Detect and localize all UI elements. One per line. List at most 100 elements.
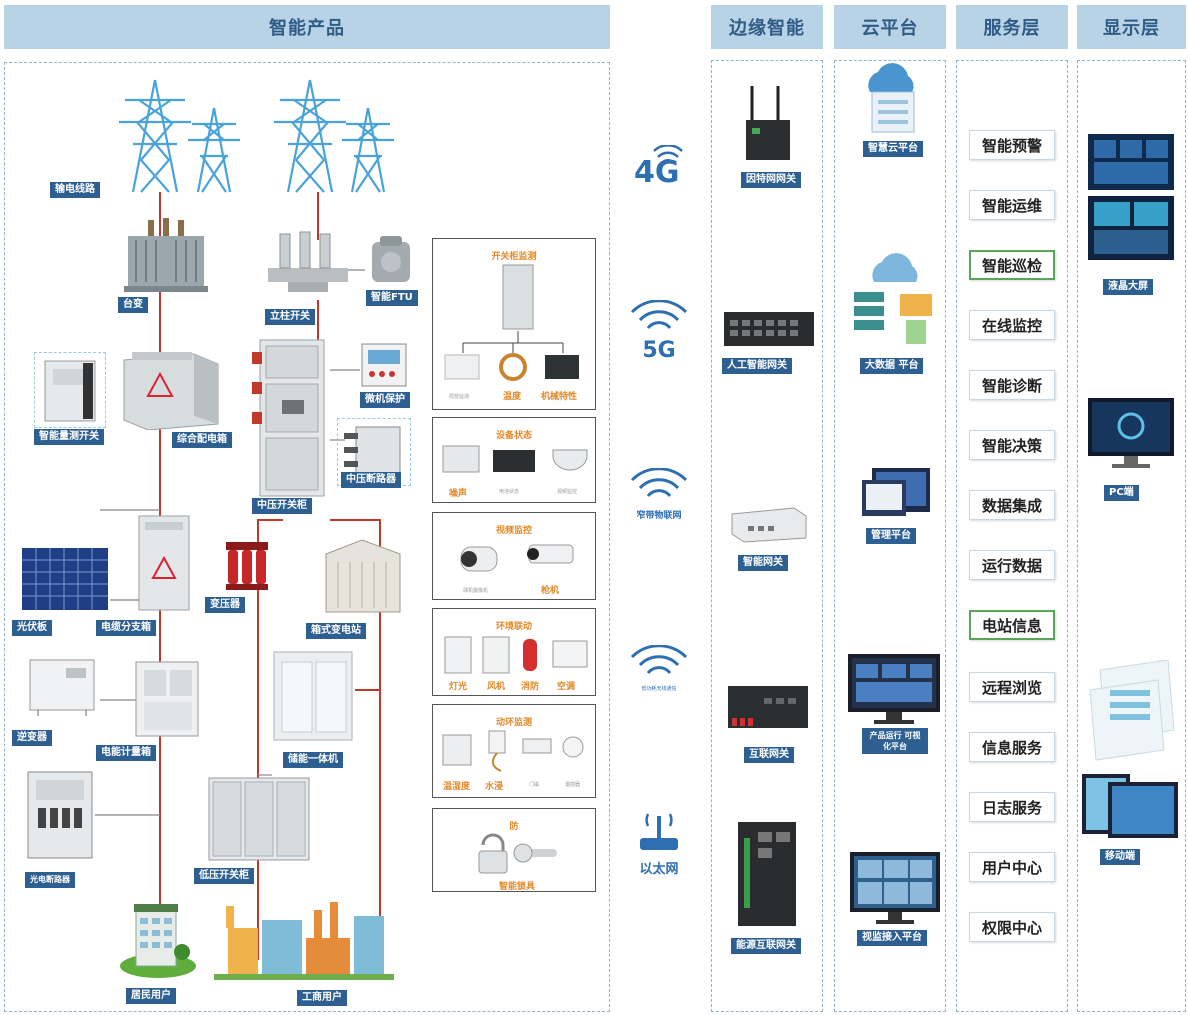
service-frame [956,60,1068,1012]
label-meter-box: 电能计量箱 [96,745,156,761]
panel-switchgear-item-1: 局放监测 [449,394,470,400]
relay-protection-image [360,342,408,388]
router-icon [640,813,678,850]
panel-switchgear-item-2: 温度 [503,392,522,402]
meter-box-image [132,660,202,738]
residential-image [118,898,198,980]
edge-interconnect-gateway-image [724,680,812,736]
panel-dynamic-title: 动环监测 [495,718,532,728]
panel-video-item-1: 球机摄像机 [463,588,489,594]
inverter-image [26,656,98,718]
network-4g: 4G [620,144,696,193]
cloud-label-4: 产品运行 可视化平台 [862,728,928,754]
header-edge-intelligence: 边缘智能 [711,5,823,49]
cloud-big-data-image [850,252,936,348]
products-frame [4,62,610,1012]
panel-dynamic-monitoring: 动环监测 温湿度 水浸 门磁 烟感器 [432,704,596,798]
cable-branch-box-image [135,514,193,612]
label-residential: 居民用户 [126,988,176,1004]
service-item-10[interactable]: 远程浏览 [969,672,1055,702]
label-smart-switch: 智能量测开关 [34,429,104,445]
label-box-substation: 箱式变电站 [306,623,366,639]
panel-environment-linkage: 环境联动 灯光 风机 消防 空调 [432,608,596,696]
edge-smart-gateway-image [728,504,808,544]
box-substation-image [322,536,404,618]
service-item-8[interactable]: 运行数据 [969,550,1055,580]
edge-internet-gateway-image [738,82,798,164]
display-pc-image [1086,396,1176,474]
service-item-13[interactable]: 用户中心 [969,852,1055,882]
smart-switch-image [34,352,106,428]
service-item-5[interactable]: 智能诊断 [969,370,1055,400]
header-smart-products: 智能产品 [4,5,610,49]
display-frame [1077,60,1186,1012]
mv-cabinet-image [252,338,330,498]
panel-switchgear-monitoring: 开关柜监测 局放监测 温度 机械特性 [432,238,596,410]
panel-security-title: 防 [509,822,519,832]
label-industrial: 工商用户 [297,990,347,1006]
cloud-visualization-image [846,652,942,726]
panel-video-item-2: 枪机 [541,586,560,596]
network-nbiot-label: 窄带物联网 [636,511,682,521]
panel-environment-item-2: 风机 [487,682,506,692]
display-mobile-image [1080,659,1180,842]
service-item-4[interactable]: 在线监控 [969,310,1055,340]
display-lcd-wall-image [1084,130,1178,268]
panel-video-monitoring: 视频监控 球机摄像机 枪机 [432,512,596,600]
cloud-management-image [858,466,932,522]
edge-energy-gateway-image [734,818,800,930]
display-label-3: 移动端 [1100,849,1140,865]
environment-icons [444,636,588,674]
network-wireless-label: 低功耗无线通信 [641,686,677,692]
label-distribution-box: 综合配电箱 [172,432,232,448]
service-item-9[interactable]: 电站信息 [969,610,1055,640]
cloud-label-5: 视监接入平台 [857,930,927,946]
service-item-7[interactable]: 数据集成 [969,490,1055,520]
label-mv-breaker: 中压断路器 [341,472,401,488]
industrial-image [214,898,394,980]
switchgear-tree-diagram [444,264,579,381]
pv-panel-image [20,546,110,612]
service-item-2[interactable]: 智能运维 [969,190,1055,220]
service-item-11[interactable]: 信息服务 [969,732,1055,762]
wifi-icon [630,644,688,675]
pv-breaker-image [24,768,96,862]
panel-equipment-item-1: 噪声 [449,489,468,499]
lv-cabinet-image [207,776,311,862]
lock-icons [478,833,557,874]
edge-label-5: 能源互联网关 [731,938,801,954]
panel-equipment-status: 设备状态 噪声 电池状态 视频监控 [432,417,596,503]
wifi-icon [630,467,688,498]
cloud-label-3: 管理平台 [866,528,916,544]
network-ethernet-label: 以太网 [639,862,679,877]
network-4g-label: 4G [634,155,680,190]
edge-label-3: 智能网关 [738,555,788,571]
service-item-12[interactable]: 日志服务 [969,792,1055,822]
panel-environment-item-4: 空调 [557,682,576,692]
panel-dynamic-item-1: 温湿度 [443,782,471,792]
edge-label-1: 因特网网关 [741,172,801,188]
panel-switchgear-title: 开关柜监测 [491,252,537,262]
transformer-image [222,536,272,592]
label-ftu: 智能FTU [366,290,418,306]
label-pole-transformer: 台变 [118,297,148,313]
network-ethernet: 以太网 [626,810,692,877]
panel-environment-item-3: 消防 [521,682,540,692]
edge-ai-gateway-image [722,306,816,352]
label-pv-breaker: 光电断路器 [25,872,75,888]
edge-label-4: 互联网关 [744,747,794,763]
cloud-frame [834,60,946,1012]
label-mv-cabinet: 中压开关柜 [252,498,312,514]
label-pole-switch: 立柱开关 [265,309,315,325]
service-item-3[interactable]: 智能巡检 [969,250,1055,280]
label-transmission-line: 输电线路 [50,182,100,198]
service-item-1[interactable]: 智能预警 [969,130,1055,160]
panel-equipment-item-2: 电池状态 [499,489,520,495]
edge-frame [711,60,823,1012]
service-item-14[interactable]: 权限中心 [969,912,1055,942]
display-label-1: 液晶大屏 [1103,279,1153,295]
network-nbiot: 窄带物联网 [626,467,692,521]
label-cable-branch-box: 电缆分支箱 [96,620,156,636]
service-item-6[interactable]: 智能决策 [969,430,1055,460]
panel-switchgear-item-3: 机械特性 [541,392,578,402]
